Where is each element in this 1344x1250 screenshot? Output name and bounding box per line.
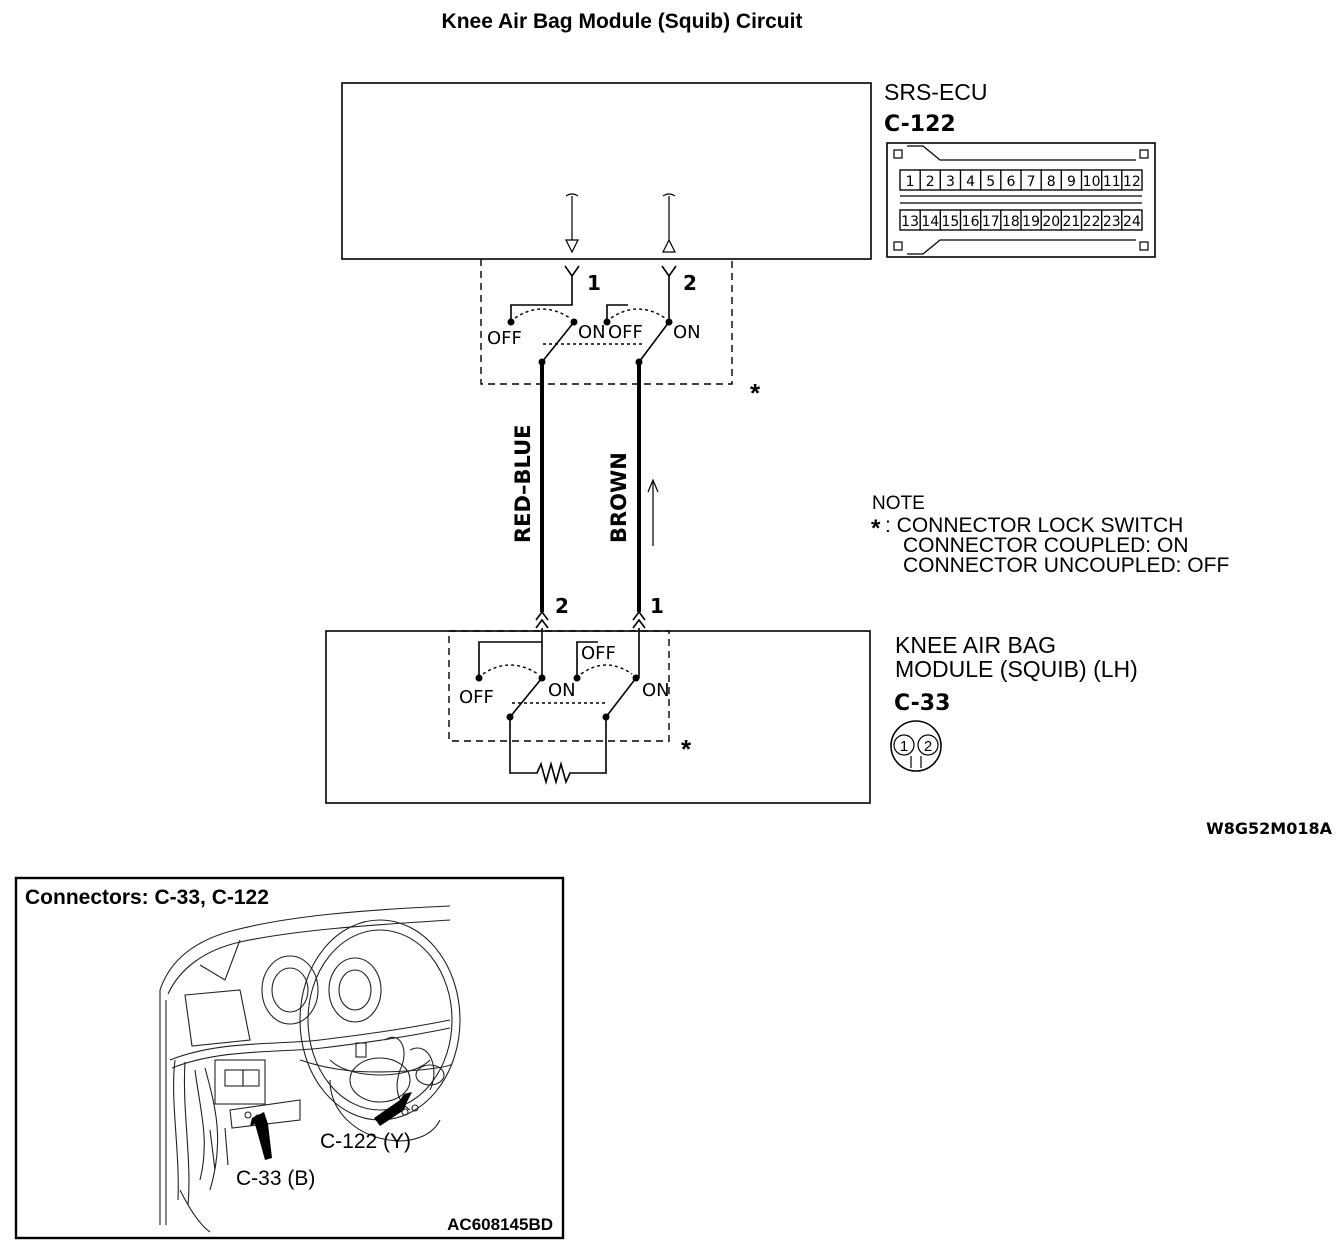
module-name-line-1: KNEE AIR BAG xyxy=(895,632,1056,658)
c122-pin-number: 19 xyxy=(1022,214,1040,230)
ecu-switch-blades xyxy=(541,321,670,363)
module-pin-1-label: 1 xyxy=(650,594,664,618)
c122-pin-number: 22 xyxy=(1083,214,1101,230)
c122-pin-number: 12 xyxy=(1123,174,1141,190)
ecu-pin-2-label: 2 xyxy=(683,271,697,295)
ecu-line-1 xyxy=(565,193,579,240)
module-on-label-left: ON xyxy=(548,680,576,701)
c122-pin-number: 2 xyxy=(926,174,935,190)
note-line-2: CONNECTOR COUPLED: ON xyxy=(903,534,1188,557)
wire-label-red-blue: RED–BLUE xyxy=(511,425,535,543)
dashboard-illustration xyxy=(159,905,461,1233)
c122-pin-number: 7 xyxy=(1027,174,1036,190)
c33-pin-2: 2 xyxy=(924,738,932,755)
ecu-on-label-left: ON xyxy=(578,322,606,343)
c122-pin-number: 13 xyxy=(901,214,919,230)
c122-pin-number: 16 xyxy=(962,214,980,230)
c122-pin-number: 24 xyxy=(1123,214,1141,230)
ecu-on-label-right: ON xyxy=(673,322,701,343)
module-pin-2-line xyxy=(478,628,543,678)
ecu-terminal-1-arrow xyxy=(565,239,579,254)
c122-pin-number: 23 xyxy=(1103,214,1121,230)
inset-label-c122: C-122 (Y) xyxy=(320,1130,411,1153)
c122-pin-number: 20 xyxy=(1042,214,1060,230)
module-pin-1-terminal xyxy=(632,610,646,629)
c122-pin-number: 11 xyxy=(1103,174,1121,190)
c33-connector-face: 1 2 xyxy=(890,720,942,772)
c122-pin-number: 10 xyxy=(1083,174,1101,190)
ecu-off-label-left: OFF xyxy=(487,328,522,349)
inset-code: AC608145BD xyxy=(447,1215,553,1234)
c122-pin-number: 21 xyxy=(1063,214,1081,230)
figure-code: W8G52M018A xyxy=(1206,819,1333,838)
diagram-title: Knee Air Bag Module (Squib) Circuit xyxy=(442,10,803,33)
note-mark: * xyxy=(871,515,881,542)
ecu-pin-1-fork xyxy=(510,265,580,322)
module-off-contact-right xyxy=(573,674,581,682)
wire-label-brown: BROWN xyxy=(607,452,631,543)
connector-location-inset xyxy=(14,876,565,1240)
module-name-line-2: MODULE (SQUIB) (LH) xyxy=(895,656,1138,682)
ecu-connector-label: C-122 xyxy=(884,112,956,137)
ecu-name: SRS-ECU xyxy=(884,79,988,105)
inset-label-c33: C-33 (B) xyxy=(236,1167,315,1190)
c122-pin-number: 5 xyxy=(986,174,995,190)
module-pin-2-label: 2 xyxy=(555,594,569,618)
note-heading: NOTE xyxy=(872,493,925,514)
c122-pin-cell xyxy=(1121,209,1143,231)
module-pin-1-line xyxy=(576,628,640,678)
ecu-pin-2-fork xyxy=(661,265,677,322)
module-off-label-right: OFF xyxy=(581,643,616,664)
c122-pointer-arrow xyxy=(374,1092,412,1126)
module-switch-blades xyxy=(509,677,637,718)
c122-pin-number: 3 xyxy=(946,174,955,190)
ecu-lock-mark: * xyxy=(750,378,761,408)
note-line-3: CONNECTOR UNCOUPLED: OFF xyxy=(903,554,1229,577)
c122-pin-number: 1 xyxy=(906,174,915,190)
module-lock-switch-boundary xyxy=(448,630,670,742)
ecu-off-right-stub xyxy=(606,304,628,322)
c122-pin-number: 9 xyxy=(1067,174,1076,190)
ecu-line-2 xyxy=(662,193,676,240)
module-on-label-right: ON xyxy=(642,680,670,701)
ecu-lock-switch-boundary xyxy=(480,259,733,385)
c122-pin-number: 6 xyxy=(1006,174,1015,190)
c122-pin-number: 15 xyxy=(942,214,960,230)
c122-pin-number: 18 xyxy=(1002,214,1020,230)
module-off-label-left: OFF xyxy=(459,687,494,708)
ecu-terminal-2-arrow xyxy=(662,238,676,253)
current-direction-arrow xyxy=(647,478,659,546)
module-connector-label: C-33 xyxy=(894,691,950,716)
module-off-contact-left xyxy=(475,674,483,682)
ecu-off-label-right: OFF xyxy=(608,322,643,343)
c122-pin-number: 4 xyxy=(966,174,975,190)
ecu-switch-arcs xyxy=(514,308,666,319)
c33-pointer-arrow xyxy=(250,1112,272,1160)
srs-ecu-box xyxy=(341,82,872,260)
ecu-off-contact-left xyxy=(507,318,515,326)
c122-connector-face xyxy=(886,142,1156,258)
module-lock-mark: * xyxy=(681,734,692,764)
module-switch-arcs xyxy=(482,664,633,675)
c122-pin-number: 8 xyxy=(1047,174,1056,190)
c122-pin-cell xyxy=(1121,169,1143,191)
c122-pin-number: 14 xyxy=(921,214,939,230)
note-line-1: : CONNECTOR LOCK SWITCH xyxy=(885,514,1183,537)
c122-pin-number: 17 xyxy=(982,214,1000,230)
c33-pin-1: 1 xyxy=(900,738,908,755)
squib-resistor xyxy=(509,717,607,785)
module-pin-2-terminal xyxy=(535,610,549,629)
ecu-pin-1-label: 1 xyxy=(587,271,601,295)
inset-title: Connectors: C-33, C-122 xyxy=(25,886,269,909)
